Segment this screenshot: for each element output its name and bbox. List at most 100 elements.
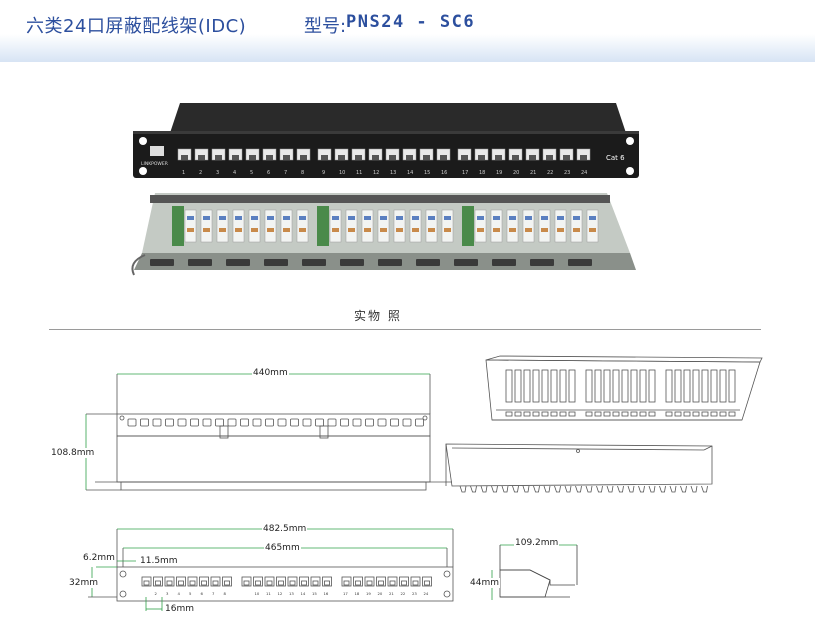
idc-module xyxy=(377,209,390,243)
front-port-number: 17 xyxy=(343,591,348,596)
port-number: 11 xyxy=(356,170,362,176)
front-port xyxy=(299,576,309,587)
front-port xyxy=(310,576,321,587)
front-port xyxy=(222,576,232,587)
front-port-number: 19 xyxy=(366,591,371,596)
port-number: 19 xyxy=(496,170,502,176)
dim-side-height: 44mm xyxy=(469,578,500,588)
idc-module xyxy=(425,209,438,243)
front-port xyxy=(410,576,421,587)
front-port-number: 3 xyxy=(166,591,169,596)
front-port-number: 21 xyxy=(389,591,394,596)
idc-module xyxy=(522,209,535,243)
port-number: 22 xyxy=(547,170,553,176)
dim-edge-offset: 6.2mm xyxy=(82,553,116,563)
idc-module xyxy=(554,209,567,243)
front-port-number: 5 xyxy=(189,591,192,596)
front-port xyxy=(287,576,298,587)
dim-inner-width: 465mm xyxy=(264,543,301,553)
dim-top-width: 440mm xyxy=(252,368,289,378)
port-number: 15 xyxy=(424,170,430,176)
port-number: 6 xyxy=(267,170,270,176)
front-port xyxy=(164,576,175,587)
port-number: 1 xyxy=(182,170,185,176)
idc-module xyxy=(329,209,342,243)
front-port-number: 7 xyxy=(212,591,215,596)
front-port-number: 15 xyxy=(312,591,317,596)
idc-module xyxy=(232,209,245,243)
port-number: 10 xyxy=(339,170,345,176)
front-port xyxy=(364,576,375,587)
port-number: 8 xyxy=(301,170,304,176)
section-divider xyxy=(49,329,761,330)
port-number: 4 xyxy=(233,170,236,176)
front-port xyxy=(399,576,409,587)
port-number: 23 xyxy=(564,170,570,176)
front-port xyxy=(253,576,263,587)
dim-port-pitch: 16mm xyxy=(164,604,195,614)
idc-module xyxy=(184,209,197,243)
port-number: 5 xyxy=(250,170,253,176)
idc-module xyxy=(248,209,261,243)
port-number: 7 xyxy=(284,170,287,176)
idc-module xyxy=(506,209,519,243)
idc-module xyxy=(345,209,358,243)
idc-module xyxy=(474,209,487,243)
front-port-number: 6 xyxy=(201,591,204,596)
front-port xyxy=(422,576,432,587)
idc-module xyxy=(538,209,551,243)
front-port-number: 23 xyxy=(412,591,417,596)
idc-module xyxy=(441,209,454,243)
idc-module xyxy=(264,209,277,243)
port-number: 9 xyxy=(322,170,325,176)
port-number: 3 xyxy=(216,170,219,176)
idc-module xyxy=(586,209,599,243)
idc-module xyxy=(216,209,229,243)
front-port xyxy=(376,576,386,587)
front-port-number: 13 xyxy=(289,591,294,596)
front-port-number: 10 xyxy=(255,591,260,596)
idc-module xyxy=(200,209,213,243)
front-port-number: 12 xyxy=(278,591,283,596)
front-port-number: 8 xyxy=(224,591,227,596)
front-port-number: 14 xyxy=(301,591,306,596)
front-port-number: 24 xyxy=(424,591,429,596)
front-port xyxy=(322,576,332,587)
top-view-drawing xyxy=(85,373,452,491)
idc-module xyxy=(393,209,406,243)
dim-hole-offset: 11.5mm xyxy=(139,556,179,566)
front-port-number: 18 xyxy=(355,591,360,596)
front-port xyxy=(176,576,186,587)
page-title: 六类24口屏蔽配线架(IDC) xyxy=(26,16,247,37)
front-port-number: 22 xyxy=(401,591,406,596)
cat-label: Cat 6 xyxy=(606,154,625,162)
front-port xyxy=(341,576,352,587)
port-number: 20 xyxy=(513,170,519,176)
dim-total-width: 482.5mm xyxy=(262,524,308,534)
cover-bracket-drawing xyxy=(445,443,713,493)
idc-module xyxy=(570,209,583,243)
port-number: 18 xyxy=(479,170,485,176)
front-port xyxy=(276,576,286,587)
brand-label: LINKPOWER xyxy=(141,161,168,167)
dim-side-depth: 109.2mm xyxy=(514,538,560,548)
front-port xyxy=(141,576,152,587)
front-port-number: 11 xyxy=(266,591,271,596)
front-port-number: 16 xyxy=(324,591,329,596)
port-number: 14 xyxy=(407,170,413,176)
idc-module xyxy=(490,209,503,243)
port-number: 16 xyxy=(441,170,447,176)
dim-height: 108.8mm xyxy=(50,448,96,458)
front-port xyxy=(187,576,198,587)
isometric-view-drawing xyxy=(485,355,763,421)
port-number: 21 xyxy=(530,170,536,176)
idc-module xyxy=(296,209,309,243)
idc-module xyxy=(409,209,422,243)
front-port xyxy=(210,576,221,587)
front-port xyxy=(353,576,363,587)
model-label: 型号: xyxy=(304,16,347,37)
idc-module xyxy=(361,209,374,243)
